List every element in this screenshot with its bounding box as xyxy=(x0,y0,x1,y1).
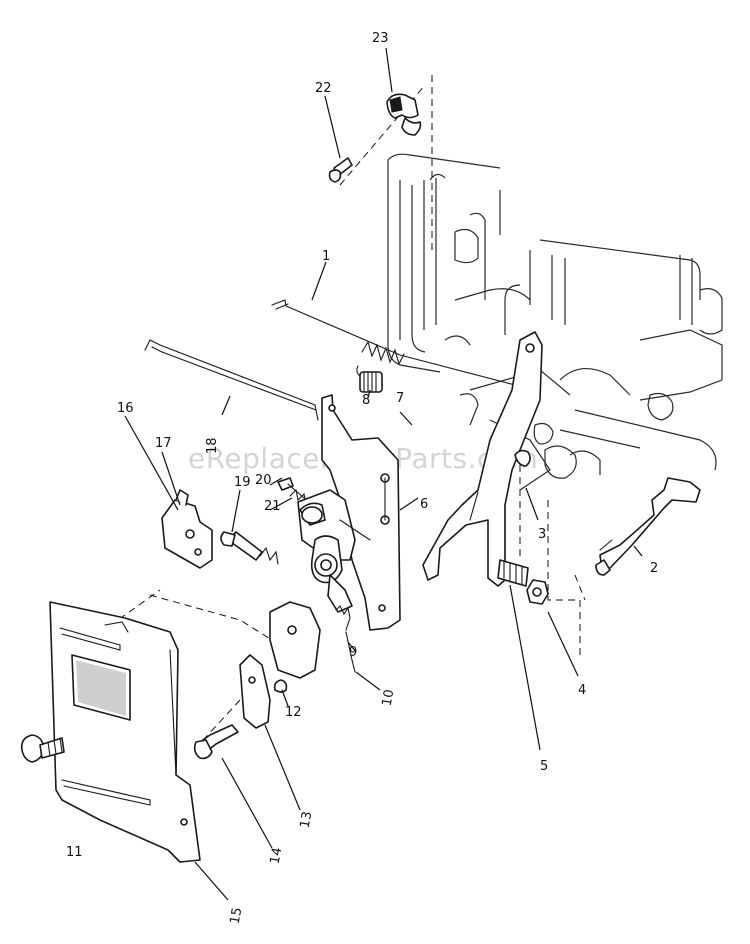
part-9-spring xyxy=(335,605,351,631)
callout-23: 23 xyxy=(372,31,389,46)
callout-11: 11 xyxy=(66,845,83,860)
callout-17: 17 xyxy=(155,436,172,451)
callout-3: 3 xyxy=(538,527,546,542)
part-14-bolt xyxy=(193,724,239,760)
part-18-link-rod xyxy=(144,339,319,421)
callout-9: 9 xyxy=(349,645,357,660)
engine-block-outline xyxy=(387,153,723,491)
part-3-bushing xyxy=(514,449,531,467)
governor-lever-assembly xyxy=(297,489,371,613)
callout-2: 2 xyxy=(650,561,658,576)
callout-14: 14 xyxy=(268,846,286,865)
callout-15: 15 xyxy=(228,906,246,925)
callout-20: 20 xyxy=(255,473,272,488)
callout-19: 19 xyxy=(234,475,251,490)
part-23-clip xyxy=(386,93,422,136)
part-19-screw xyxy=(220,531,279,565)
part-5-control-lever xyxy=(422,331,543,587)
callout-13: 13 xyxy=(298,810,316,829)
part-15-cover-plate xyxy=(49,601,201,863)
part-1-rod xyxy=(271,299,541,391)
callout-labels: 23 22 1 18 8 7 16 17 19 20 21 6 3 2 4 9 … xyxy=(66,31,658,925)
callout-12: 12 xyxy=(285,705,302,720)
part-4-nut xyxy=(526,579,549,605)
callout-22: 22 xyxy=(315,81,332,96)
callout-10: 10 xyxy=(380,688,398,707)
part-2-crank-lever xyxy=(595,477,701,576)
callout-5: 5 xyxy=(540,759,548,774)
part-8-spring xyxy=(356,365,383,393)
part-16-bracket xyxy=(161,489,213,569)
part-13-plate xyxy=(239,654,271,729)
leader-lines xyxy=(124,47,643,901)
callout-16: 16 xyxy=(117,401,134,416)
part-11-bolt xyxy=(20,734,65,763)
callout-8: 8 xyxy=(362,393,370,408)
callout-18: 18 xyxy=(205,437,220,454)
part-6-plate xyxy=(321,394,401,631)
callout-21: 21 xyxy=(264,499,281,514)
callout-4: 4 xyxy=(578,683,586,698)
callout-7: 7 xyxy=(396,391,404,406)
callout-1: 1 xyxy=(322,249,330,264)
callout-6: 6 xyxy=(420,497,428,512)
part-12-bracket xyxy=(269,601,321,693)
part-10-rod xyxy=(345,631,356,673)
part-22-screw xyxy=(328,157,353,183)
part-7-spring xyxy=(361,340,405,366)
